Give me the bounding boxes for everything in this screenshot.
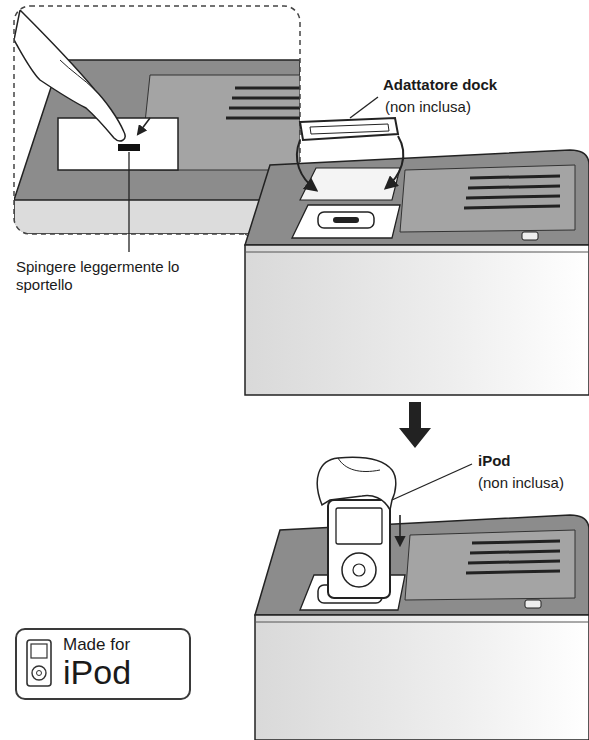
part-note: (non inclusa) xyxy=(478,474,583,492)
inset-detail xyxy=(14,10,300,234)
badge-text: Made for xyxy=(63,635,179,655)
part-note: (non inclusa) xyxy=(385,98,575,116)
unit-upper xyxy=(245,118,589,395)
unit-lower xyxy=(255,457,589,740)
part-note: Spingere leggermente lo sportello xyxy=(16,258,186,294)
badge-text: iPod xyxy=(63,655,179,689)
ipod-icon xyxy=(27,640,51,686)
part-name: Adattatore dock xyxy=(383,76,573,94)
part-name: iPod xyxy=(478,452,583,470)
badge-box: Made foriPod xyxy=(15,628,191,700)
step-arrow xyxy=(399,402,431,448)
leader-line xyxy=(128,152,129,252)
inset-frame xyxy=(14,6,300,234)
